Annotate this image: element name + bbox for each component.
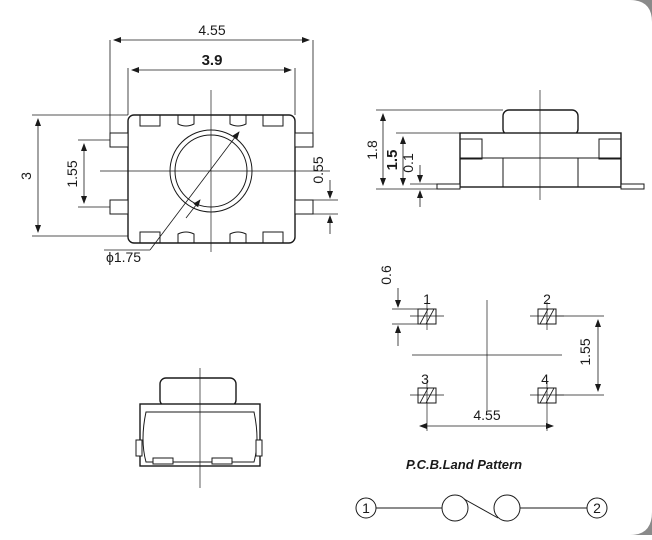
- switch-schematic: 1 2: [355, 494, 608, 522]
- pin-2-marker: [586, 497, 608, 519]
- top-view-body: [127, 114, 296, 244]
- land-pad-1: [410, 302, 444, 330]
- pad-label-2: 2: [543, 291, 551, 307]
- top-view: ϕ1.75 4.55 3.9 3 1.55 0.55: [18, 22, 338, 265]
- dim-terminal-thickness: 0.1: [400, 153, 416, 173]
- dim-total-height: 1.8: [364, 140, 380, 160]
- side-body: [459, 132, 622, 188]
- terminal-right-top: [294, 132, 314, 148]
- dim-row-pitch: 1.55: [577, 338, 593, 365]
- side-view: 1.8 1.5 0.1: [364, 90, 645, 207]
- pad-label-4: 4: [541, 371, 549, 387]
- dim-terminal-pitch: 1.55: [64, 160, 80, 187]
- dim-actuator-dia: ϕ1.75: [106, 249, 141, 265]
- land-pattern: 1 2 3 4 0.6 1.55 4.55 P.C.B.Land Pattern: [378, 265, 604, 472]
- pin-2-label: 2: [593, 500, 601, 516]
- land-pad-3: [410, 381, 444, 431]
- land-pad-4: [530, 381, 564, 431]
- page-corner-top-right: [630, 0, 652, 22]
- dim-overall-width: 4.55: [198, 22, 225, 38]
- side-actuator: [502, 109, 579, 136]
- front-view: [135, 368, 263, 488]
- terminal-left-bottom: [109, 199, 129, 215]
- page-corner-bottom-right: [630, 512, 652, 535]
- dim-terminal-width: 0.55: [310, 156, 326, 183]
- contact-left: [441, 494, 469, 522]
- pin-1-label: 1: [362, 500, 370, 516]
- pad-label-1: 1: [423, 291, 431, 307]
- dim-body-width: 3.9: [202, 52, 223, 69]
- terminal-right-bottom: [294, 199, 314, 215]
- dim-height: 3: [18, 172, 34, 180]
- dim-body-height: 1.5: [384, 150, 401, 171]
- front-actuator: [159, 377, 237, 407]
- terminal-left-top: [109, 132, 129, 148]
- side-terminal-left: [436, 183, 461, 190]
- contact-right: [493, 494, 521, 522]
- land-pattern-title: P.C.B.Land Pattern: [406, 457, 522, 472]
- land-pad-2: [530, 302, 564, 330]
- dim-pad: 0.6: [378, 265, 394, 285]
- side-terminal-right: [620, 183, 645, 190]
- dim-column-pitch: 4.55: [473, 407, 500, 423]
- pad-label-3: 3: [421, 371, 429, 387]
